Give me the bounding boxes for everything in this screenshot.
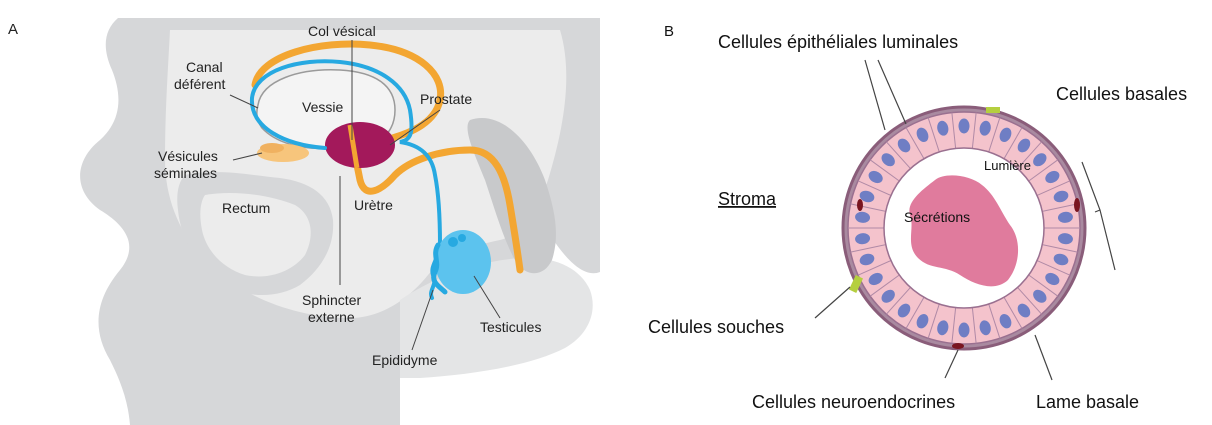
panel-b-letter: B <box>664 23 674 40</box>
label-vesicules-2: séminales <box>154 165 217 181</box>
label-prostate: Prostate <box>420 91 472 107</box>
cell-nucleus <box>959 323 970 338</box>
leader-neuroendocrines <box>945 350 958 378</box>
leader-basales-1 <box>1095 210 1100 212</box>
seminal-vesicles-2 <box>260 143 284 153</box>
label-stroma: Stroma <box>718 189 777 209</box>
label-neuroendocrines: Cellules neuroendocrines <box>752 392 955 412</box>
neuroendocrine-cell-3 <box>1074 198 1080 212</box>
label-epididyme: Epididyme <box>372 352 438 368</box>
panel-a: A <box>8 18 600 425</box>
neuroendocrine-cell-2 <box>857 199 863 211</box>
panel-a-letter: A <box>8 21 18 38</box>
epididymis-node-2 <box>458 234 466 242</box>
label-sphincter-1: Sphincter <box>302 292 361 308</box>
prostate <box>325 122 395 168</box>
label-rectum: Rectum <box>222 200 270 216</box>
label-uretre: Urètre <box>354 197 393 213</box>
label-souches: Cellules souches <box>648 317 784 337</box>
label-basales: Cellules basales <box>1056 84 1187 104</box>
cell-nucleus <box>959 119 970 134</box>
neuroendocrine-cell-1 <box>952 343 964 349</box>
epididymis-node-1 <box>448 237 458 247</box>
label-canal-1: Canal <box>186 59 223 75</box>
leader-souches <box>815 287 850 318</box>
label-canal-2: déférent <box>174 76 225 92</box>
label-col-vesical: Col vésical <box>308 23 376 39</box>
label-sphincter-2: externe <box>308 309 355 325</box>
stem-cell-marker-2 <box>986 107 1000 113</box>
label-secretions: Sécrétions <box>904 209 970 225</box>
label-vessie: Vessie <box>302 99 343 115</box>
label-luminales: Cellules épithéliales luminales <box>718 32 958 52</box>
leader-lame-basale <box>1035 335 1052 380</box>
leader-basales <box>1082 162 1115 270</box>
leader-luminales-2 <box>878 60 906 124</box>
label-testicules: Testicules <box>480 319 541 335</box>
label-vesicules-1: Vésicules <box>158 148 218 164</box>
label-lame-basale: Lame basale <box>1036 392 1139 412</box>
panel-b: B Cellules épithéliales luminales Cellul… <box>648 23 1187 412</box>
label-lumiere: Lumière <box>984 158 1031 173</box>
